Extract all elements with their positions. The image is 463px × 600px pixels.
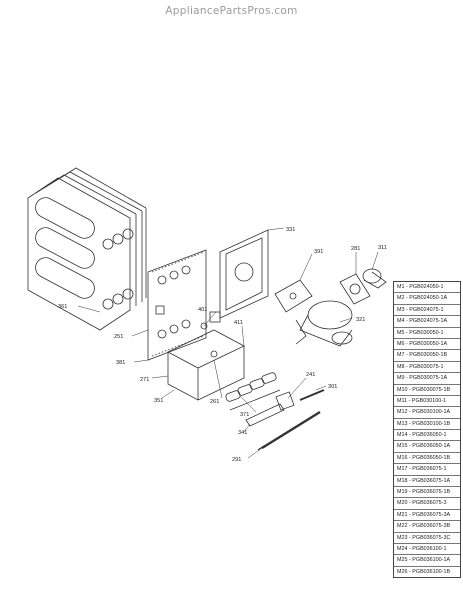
callout-321: 321 — [356, 317, 365, 323]
legend-row-m2: M2 - PGB024050-1A — [394, 293, 460, 305]
inducer-flange[interactable] — [339, 273, 371, 305]
callout-301: 301 — [328, 384, 337, 390]
inducer-blower[interactable] — [295, 300, 353, 347]
callout-341: 341 — [238, 430, 247, 436]
callout-411: 411 — [234, 320, 243, 326]
legend-row-m5: M5 - PGB030050-1 — [394, 328, 460, 339]
model-legend-table: M1 - PGB024050-1 M2 - PGB024050-1A M3 - … — [393, 281, 461, 579]
legend-row-m21: M21 - PGB036075-3A — [394, 510, 460, 522]
legend-row-m6: M6 - PGB030050-1A — [394, 339, 460, 351]
callout-371: 371 — [240, 412, 249, 418]
legend-row-m10: M10 - PGB030075-1B — [394, 385, 460, 396]
burner-assembly[interactable] — [225, 372, 281, 411]
burner-bracket[interactable] — [245, 403, 285, 427]
legend-row-m18: M18 - PGB036075-1A — [394, 476, 460, 488]
gas-valve[interactable] — [275, 391, 295, 411]
callout-381: 381 — [116, 360, 125, 366]
legend-row-m23: M23 - PGB036075-3C — [394, 533, 460, 544]
legend-row-m24: M24 - PGB036100-1 — [394, 544, 460, 556]
watermark: AppliancePartsPros.com — [165, 5, 298, 17]
legend-row-m20: M20 - PGB036075-3 — [394, 498, 460, 510]
legend-row-m4: M4 - PGB024075-1A — [394, 316, 460, 328]
legend-row-m25: M25 - PGB036100-1A — [394, 555, 460, 567]
heat-exchanger-assembly[interactable] — [27, 167, 147, 331]
callout-251: 251 — [114, 334, 123, 340]
legend-row-m7: M7 - PGB030050-1B — [394, 350, 460, 362]
legend-row-m12: M12 - PGB030100-1A — [394, 407, 460, 419]
gasket[interactable] — [219, 229, 269, 319]
legend-row-m15: M15 - PGB036050-1A — [394, 441, 460, 453]
callout-271: 271 — [140, 377, 149, 383]
legend-row-m22: M22 - PGB036075-3B — [394, 521, 460, 533]
callout-391: 391 — [314, 249, 323, 255]
callout-281: 281 — [351, 246, 360, 252]
legend-row-m13: M13 - PGB030100-1B — [394, 419, 460, 431]
legend-row-m17: M17 - PGB036075-1 — [394, 464, 460, 476]
legend-row-m9: M9 - PGB030075-1A — [394, 373, 460, 385]
legend-row-m11: M11 - PGB030100-1 — [394, 396, 460, 408]
legend-row-m8: M8 - PGB030075-1 — [394, 362, 460, 374]
legend-row-m14: M14 - PGB036050-1 — [394, 430, 460, 442]
callout-401: 401 — [198, 307, 207, 313]
manifold-pipe[interactable] — [299, 389, 325, 401]
callout-261: 261 — [210, 399, 219, 405]
leader-lines — [77, 227, 379, 459]
legend-row-m1: M1 - PGB024050-1 — [394, 282, 460, 294]
callout-361: 361 — [58, 304, 67, 310]
legend-row-m26: M26 - PGB036100-1B — [397, 568, 451, 575]
legend-row-m3: M3 - PGB024075-1 — [394, 305, 460, 317]
vent-collar[interactable] — [362, 268, 387, 289]
callout-311: 311 — [378, 245, 387, 251]
legend-row-m19: M19 - PGB036075-1B — [394, 487, 460, 499]
callout-351: 351 — [154, 398, 163, 404]
center-panel[interactable] — [147, 249, 207, 361]
legend-row-m16: M16 - PGB036050-1B — [394, 453, 460, 465]
callout-241: 241 — [306, 372, 315, 378]
inducer-gasket[interactable] — [274, 279, 313, 313]
callout-331: 331 — [286, 227, 295, 233]
callout-291: 291 — [232, 457, 241, 463]
igniter-rod[interactable] — [257, 410, 321, 451]
